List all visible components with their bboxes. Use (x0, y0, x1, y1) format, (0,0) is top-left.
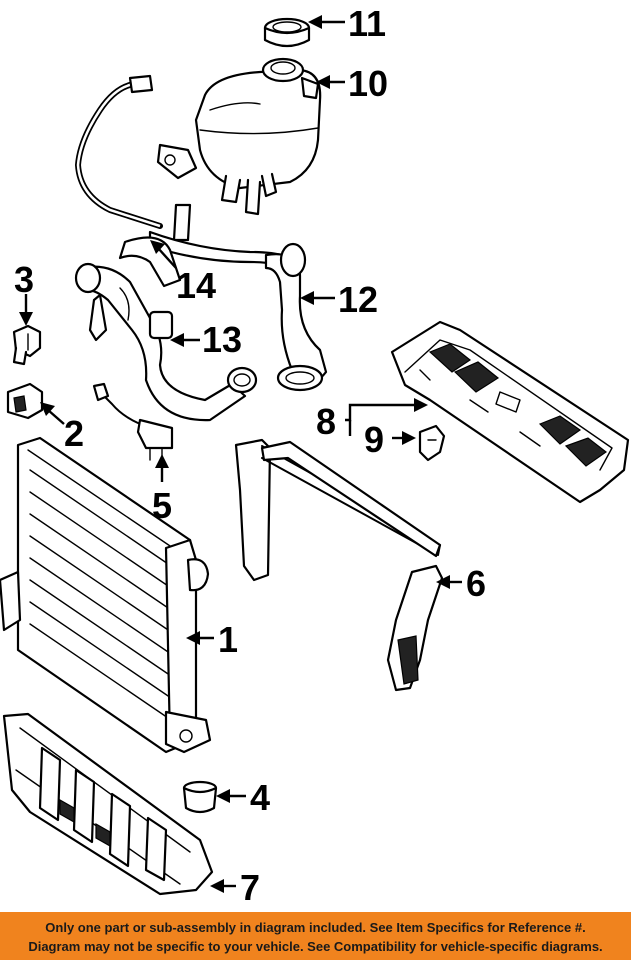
callout-12: 12 (338, 279, 378, 320)
callout-1: 1 (218, 619, 238, 660)
callout-8: 8 (316, 401, 336, 442)
callout-10: 10 (348, 63, 388, 104)
callout-11: 11 (348, 3, 386, 44)
part-9-grommet (418, 424, 446, 462)
part-7-air-guide (2, 712, 214, 896)
part-10-expansion-tank (156, 57, 322, 216)
callout-7: 7 (240, 867, 260, 908)
part-5-sensor (92, 382, 174, 461)
part-12-hose (264, 242, 328, 392)
disclaimer-banner: Only one part or sub-assembly in diagram… (0, 912, 631, 960)
part-8-air-duct (390, 320, 630, 504)
vent-hose (75, 74, 163, 229)
part-13-lower-hose (74, 262, 258, 422)
callout-13: 13 (202, 319, 242, 360)
callout-2: 2 (64, 413, 84, 454)
callout-6: 6 (466, 563, 486, 604)
disclaimer-line-1: Only one part or sub-assembly in diagram… (45, 920, 586, 935)
callout-5: 5 (152, 485, 172, 526)
part-1-radiator (0, 436, 212, 754)
part-4-plug (182, 780, 218, 814)
parts-diagram: 11 10 14 12 3 13 2 8 9 5 6 1 4 7 (0, 3, 630, 908)
part-3-clip (12, 324, 42, 366)
leader-lines (19, 15, 462, 893)
part-2-bracket (6, 382, 44, 420)
callout-4: 4 (250, 777, 270, 818)
disclaimer-line-2: Diagram may not be specific to your vehi… (28, 939, 603, 954)
callout-labels: 11 10 14 12 3 13 2 8 9 5 6 1 4 7 (14, 3, 486, 908)
callout-3: 3 (14, 259, 34, 300)
part-6-support-frame (234, 438, 444, 692)
part-11-reservoir-cap (263, 17, 311, 48)
callout-9: 9 (364, 419, 384, 460)
callout-14: 14 (176, 265, 216, 306)
